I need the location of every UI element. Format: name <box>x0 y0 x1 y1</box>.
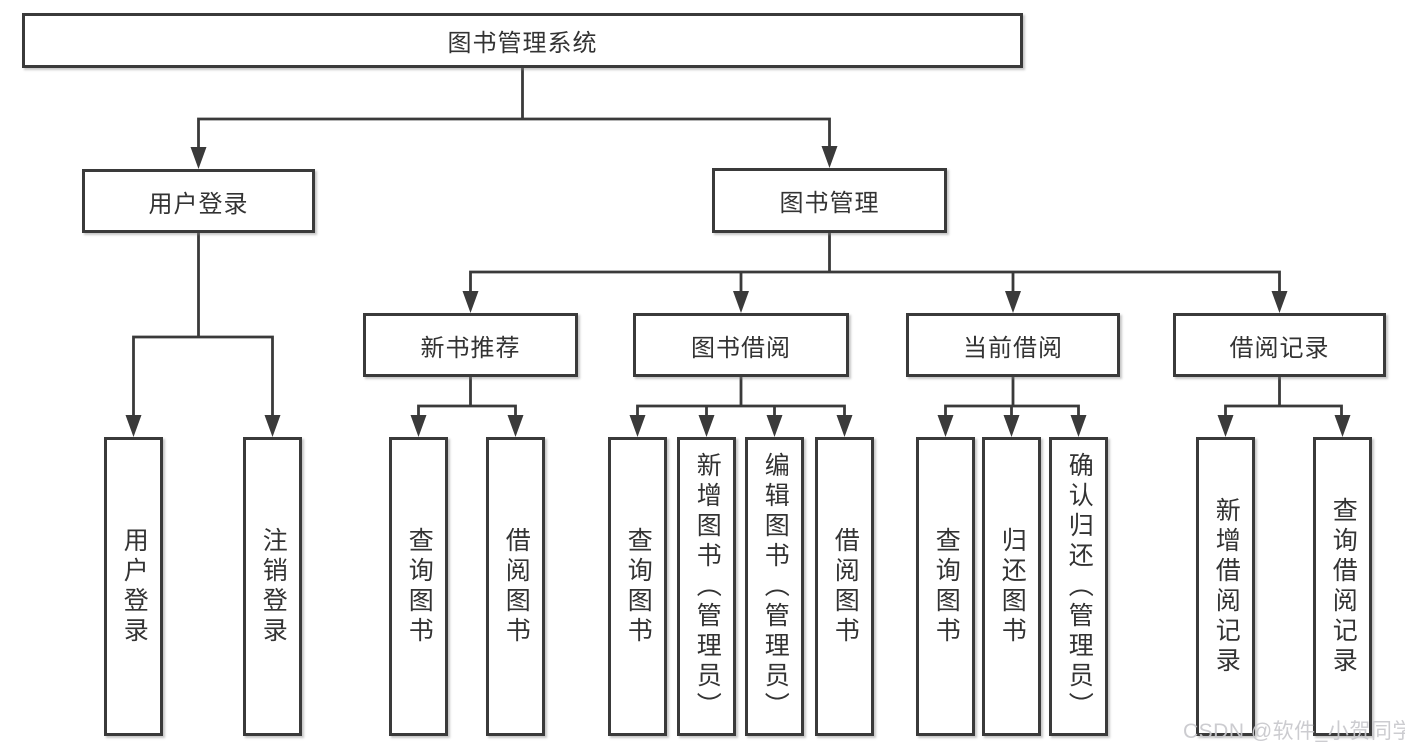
node-label: 借阅图书 <box>502 526 531 647</box>
node-label: 归还图书 <box>998 526 1027 647</box>
node-user-login: 用户登录 <box>82 169 315 233</box>
node-book-borrow: 图书借阅 <box>633 313 849 377</box>
node-book-management: 图书管理 <box>712 168 947 233</box>
node-add-book-admin: 新增图书（管理员） <box>677 437 736 736</box>
node-label: 用户登录 <box>120 526 149 647</box>
node-label: 查询图书 <box>932 526 961 647</box>
node-borrow-records: 借阅记录 <box>1173 313 1386 377</box>
node-label: 新书推荐 <box>420 334 521 362</box>
node-label: 图书管理系统 <box>447 30 598 57</box>
node-label: 查询图书 <box>405 526 434 647</box>
node-label: 新增图书（管理员） <box>693 451 722 722</box>
node-current-borrow: 当前借阅 <box>906 313 1120 377</box>
node-label: 新增借阅记录 <box>1212 496 1241 677</box>
node-borrow-books-recommend: 借阅图书 <box>486 437 545 736</box>
node-label: 借阅记录 <box>1229 334 1330 362</box>
node-confirm-return-admin: 确认归还（管理员） <box>1049 437 1108 736</box>
node-logout: 注销登录 <box>243 437 302 736</box>
node-label: 注销登录 <box>259 526 288 647</box>
node-label: 查询借阅记录 <box>1329 496 1358 677</box>
csdn-watermark: CSDN @软件_小贺同学 <box>1183 720 1405 743</box>
node-label: 图书借阅 <box>691 334 791 362</box>
arrowheads <box>125 146 1351 437</box>
node-label: 确认归还（管理员） <box>1065 451 1094 722</box>
node-label: 编辑图书（管理员） <box>761 451 790 722</box>
node-new-book-recommend: 新书推荐 <box>363 313 578 377</box>
node-add-borrow-record: 新增借阅记录 <box>1196 437 1255 736</box>
node-library-system: 图书管理系统 <box>22 13 1023 68</box>
node-query-books-current: 查询图书 <box>916 437 975 736</box>
node-label: 图书管理 <box>779 190 880 217</box>
node-query-borrow-record: 查询借阅记录 <box>1313 437 1372 736</box>
node-label: 用户登录 <box>148 190 249 218</box>
node-return-book: 归还图书 <box>982 437 1041 736</box>
node-label: 借阅图书 <box>831 526 860 647</box>
node-label: 当前借阅 <box>963 334 1063 362</box>
node-user-login-leaf: 用户登录 <box>104 437 163 736</box>
node-label: 查询图书 <box>624 526 653 647</box>
node-edit-book-admin: 编辑图书（管理员） <box>745 437 804 736</box>
node-query-books-recommend: 查询图书 <box>389 437 448 736</box>
node-borrow-books-leaf: 借阅图书 <box>815 437 874 736</box>
node-query-books-borrow: 查询图书 <box>608 437 667 736</box>
